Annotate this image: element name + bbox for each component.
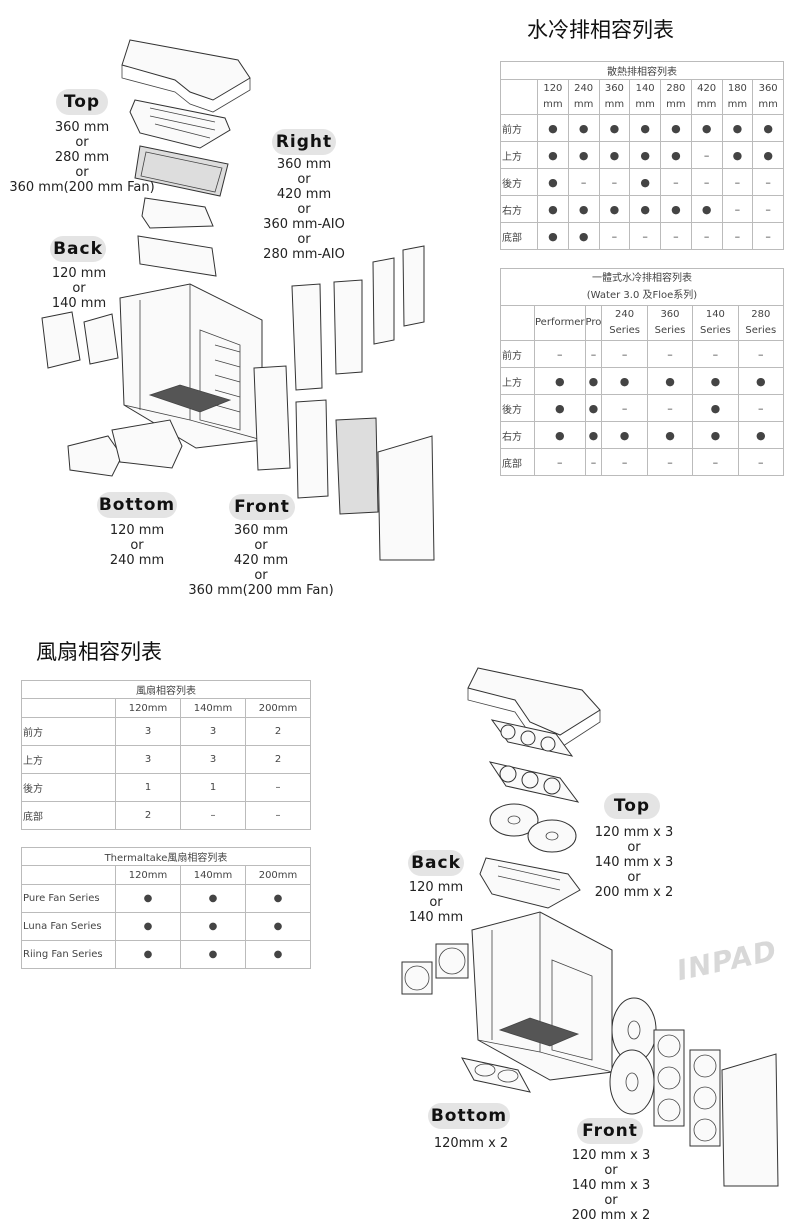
- radiator-back-spec: 120 mm or 140 mm: [51, 266, 107, 311]
- fan-back-spec: 120 mm or 140 mm: [408, 880, 464, 925]
- fan-section-title: 風扇相容列表: [36, 640, 162, 664]
- fan-top-spec: 120 mm x 3 or 140 mm x 3 or 200 mm x 2: [594, 825, 674, 900]
- radiator-top-label: Top: [56, 89, 108, 115]
- aio-header: 280 Series: [737, 305, 785, 341]
- radiator-back-label: Back: [50, 236, 106, 262]
- radiator-right-label: Right: [272, 129, 336, 155]
- table-row: 底部 – – – – – –: [500, 448, 785, 476]
- radiator-bottom-spec: 120 mm or 240 mm: [109, 523, 165, 568]
- table-row: 底部 ● ● – – – – – –: [500, 222, 784, 250]
- thermaltake-fan-table: Thermaltake風扇相容列表 120mm 140mm 200mm Pure…: [21, 847, 311, 969]
- table-row: 後方 ● ● – – ● –: [500, 394, 785, 422]
- radiator-section-title: 水冷排相容列表: [527, 18, 674, 42]
- aio-compat-table: 一體式水冷排相容列表 (Water 3.0 及Floe系列) Performer…: [500, 268, 785, 476]
- table-row: Luna Fan Series ● ● ●: [21, 912, 311, 941]
- aio-header: Performer: [534, 305, 586, 341]
- aio-header: 140 Series: [692, 305, 739, 341]
- fan-front-label: Front: [577, 1118, 643, 1144]
- fan-compat-table: 風扇相容列表 120mm 140mm 200mm 前方 3 3 2 上方 3 3…: [21, 680, 311, 830]
- table-row: 右方 ● ● ● ● ● ●: [500, 421, 785, 449]
- table-row: Pure Fan Series ● ● ●: [21, 884, 311, 913]
- fan-front-spec: 120 mm x 3 or 140 mm x 3 or 200 mm x 2: [571, 1148, 651, 1223]
- fan-top-label: Top: [604, 793, 660, 819]
- fan-back-label: Back: [408, 850, 464, 876]
- radiator-top-spec: 360 mm or 280 mm or 360 mm(200 mm Fan): [9, 120, 155, 195]
- radiator-front-spec: 360 mm or 420 mm or 360 mm(200 mm Fan): [188, 523, 334, 598]
- table-row: 前方 – – – – – –: [500, 340, 785, 368]
- table-row: 底部 2 – –: [21, 801, 311, 830]
- table-row: 上方 ● ● ● ● ● ●: [500, 367, 785, 395]
- radiator-right-spec: 360 mm or 420 mm or 360 mm-AIO or 280 mm…: [263, 157, 345, 262]
- table-row: 前方 3 3 2: [21, 717, 311, 746]
- radiator-front-label: Front: [229, 494, 295, 520]
- table-row: 前方 ● ● ● ● ● ● ● ●: [500, 114, 784, 142]
- fan-bottom-label: Bottom: [428, 1103, 510, 1129]
- radiator-bottom-label: Bottom: [97, 492, 177, 518]
- table-row: 上方 3 3 2: [21, 745, 311, 774]
- radiator-exploded-diagram: [41, 39, 435, 561]
- table-row: Riing Fan Series ● ● ●: [21, 940, 311, 969]
- fan-bottom-spec: 120mm x 2: [433, 1136, 509, 1151]
